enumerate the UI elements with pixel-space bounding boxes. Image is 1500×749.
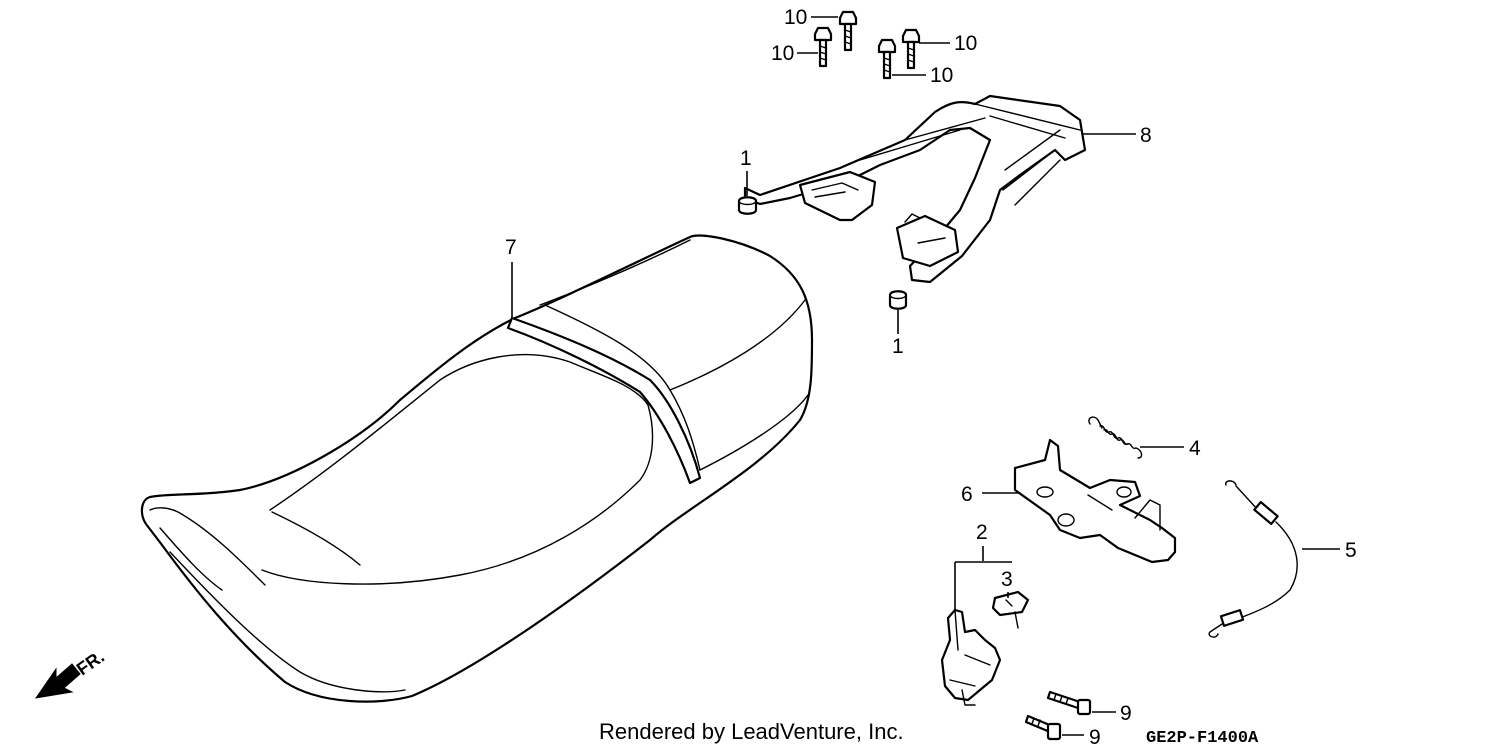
callout-8: 8 — [1140, 124, 1152, 147]
bolt-10-b[interactable] — [813, 26, 833, 68]
diagram-code: GE2P-F1400A — [1146, 729, 1259, 748]
lock-plate[interactable] — [1013, 438, 1177, 564]
spring[interactable] — [1088, 416, 1143, 459]
seat-lock-assembly[interactable] — [940, 608, 1002, 706]
callout-2: 2 — [976, 521, 988, 544]
screw-9-a[interactable] — [1046, 690, 1092, 716]
grommet-upper[interactable] — [737, 196, 758, 215]
front-arrow-icon — [34, 663, 81, 699]
callout-10-b: 10 — [771, 42, 794, 65]
rear-carrier[interactable] — [743, 94, 1087, 284]
seat[interactable] — [140, 234, 814, 703]
callout-7: 7 — [505, 236, 517, 259]
screw-9-b[interactable] — [1024, 714, 1062, 741]
callout-10-a: 10 — [784, 6, 807, 29]
callout-10-c: 10 — [954, 32, 977, 55]
bolt-10-a[interactable] — [838, 10, 858, 52]
callout-1-upper: 1 — [740, 147, 752, 170]
bolt-10-c[interactable] — [901, 28, 921, 70]
callout-9-a: 9 — [1120, 702, 1132, 725]
callout-10-d: 10 — [930, 64, 953, 87]
grommet-lower[interactable] — [888, 290, 908, 310]
callout-3: 3 — [1001, 568, 1013, 591]
callout-9-b: 9 — [1089, 726, 1101, 749]
lock-spring-clip[interactable] — [991, 590, 1030, 629]
seat-lock-cable[interactable] — [1208, 480, 1298, 638]
bolt-10-d[interactable] — [877, 38, 897, 80]
callout-1-lower: 1 — [892, 335, 904, 358]
callout-4: 4 — [1189, 437, 1201, 460]
callout-6: 6 — [961, 483, 973, 506]
credit-text: Rendered by LeadVenture, Inc. — [599, 719, 904, 744]
callout-5: 5 — [1345, 539, 1357, 562]
